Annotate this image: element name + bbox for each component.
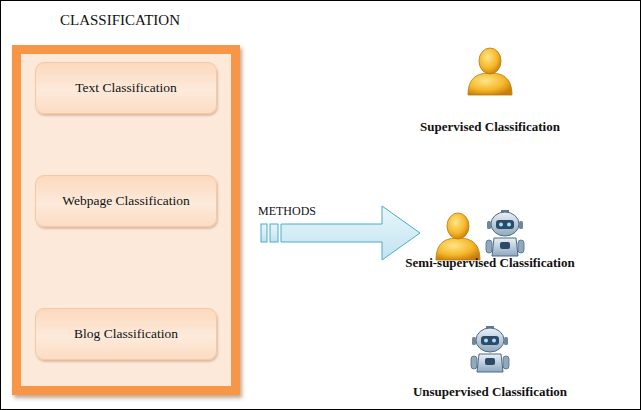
method-label: Supervised Classification <box>390 119 590 135</box>
arrow-label: METHODS <box>258 204 348 219</box>
process-box: Text Classification <box>35 62 217 114</box>
person-icon <box>436 213 480 260</box>
arrow-bar <box>270 224 278 242</box>
method-label: Semi-supervised Classification <box>380 255 600 271</box>
group-frame: Text ClassificationWebpage Classificatio… <box>12 45 240 395</box>
box-label: Text Classification <box>75 80 176 96</box>
person-icon <box>468 48 512 95</box>
box-label: Blog Classification <box>74 326 178 342</box>
method-label: Unsupervised Classification <box>380 384 600 400</box>
robot-icon <box>471 326 509 372</box>
box-label: Webpage Classification <box>62 193 190 209</box>
process-box: Webpage Classification <box>35 175 217 227</box>
robot-icon <box>486 210 524 256</box>
arrow-bar <box>261 224 267 242</box>
process-box: Blog Classification <box>35 308 217 360</box>
group-heading: CLASSIFICATION <box>60 12 180 29</box>
